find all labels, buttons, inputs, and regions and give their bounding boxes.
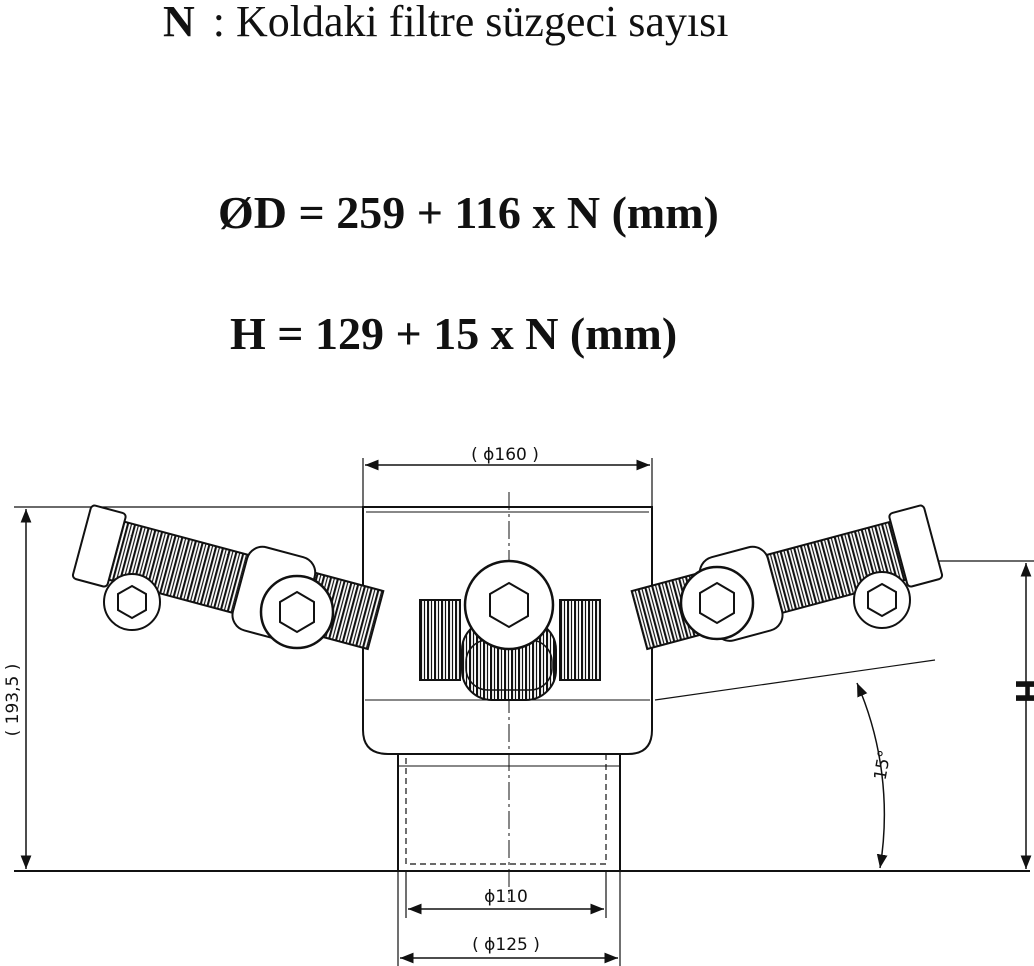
right-filter-arm bbox=[559, 504, 944, 681]
height-label-right: H bbox=[1008, 678, 1034, 703]
legend-text: : Koldaki filtre süzgeci sayısı bbox=[212, 0, 729, 46]
left-filter-arm bbox=[71, 504, 461, 681]
legend-symbol: N bbox=[163, 0, 195, 46]
legend: N : Koldaki filtre süzgeci sayısı bbox=[163, 0, 728, 47]
top-width-dimension: ( ϕ160 ) bbox=[362, 445, 653, 506]
angle-label: 15° bbox=[871, 749, 896, 782]
angle-dimension: 15° bbox=[654, 659, 936, 869]
left-height-dimension: ( 193,5 ) bbox=[3, 506, 365, 869]
hex-socket-icon bbox=[867, 582, 897, 618]
hex-socket-icon bbox=[699, 581, 735, 625]
outer-diameter-label: ( ϕ125 ) bbox=[472, 935, 540, 955]
right-height-dimension: H bbox=[935, 560, 1034, 869]
diameter-formula: ØD = 259 + 116 x N (mm) bbox=[218, 187, 719, 238]
hex-socket-icon bbox=[117, 584, 147, 620]
inner-bottom-dimension: ϕ110 bbox=[405, 872, 607, 918]
outer-bottom-dimension: ( ϕ125 ) bbox=[397, 872, 621, 966]
height-formula: H = 129 + 15 x N (mm) bbox=[230, 308, 678, 359]
top-width-label: ( ϕ160 ) bbox=[471, 445, 539, 465]
height-label-left: ( 193,5 ) bbox=[3, 664, 23, 737]
hex-socket-icon bbox=[279, 590, 315, 634]
inner-diameter-label: ϕ110 bbox=[484, 887, 528, 907]
hex-socket-icon bbox=[489, 581, 529, 629]
center-filter bbox=[461, 559, 557, 701]
